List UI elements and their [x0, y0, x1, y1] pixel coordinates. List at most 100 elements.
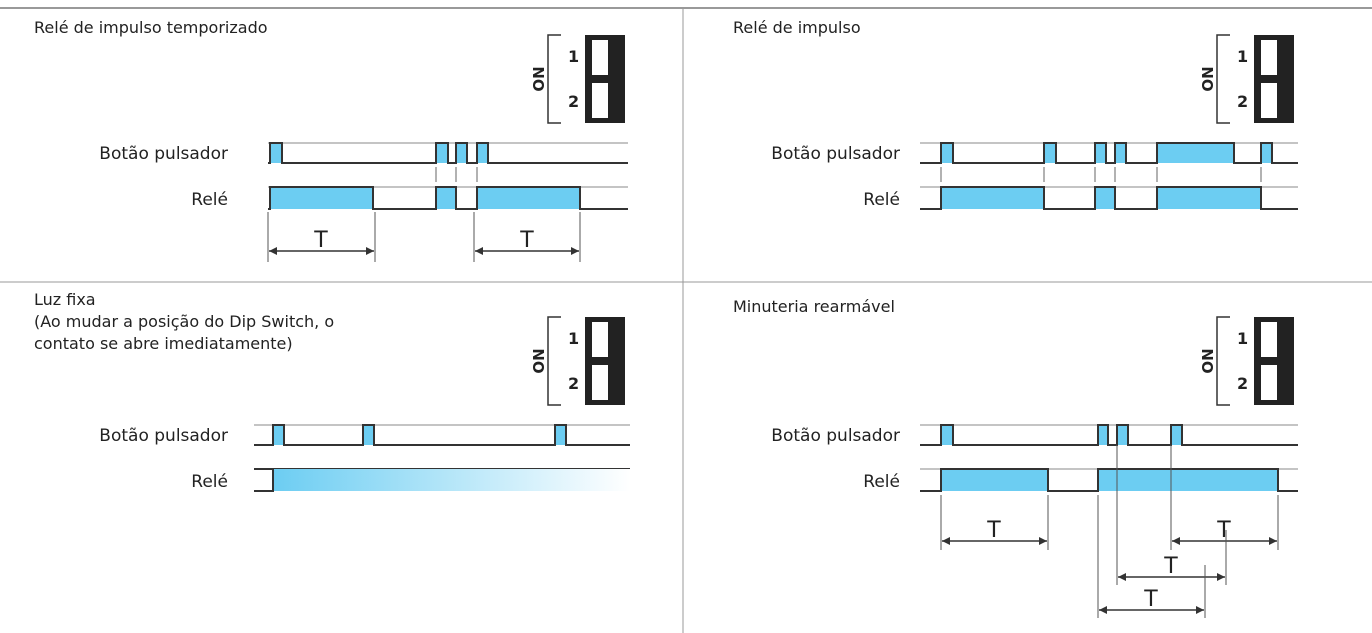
button-label: Botão pulsador	[771, 144, 900, 164]
signal-trace	[920, 468, 1298, 492]
dip-switch: ON 1 2	[1199, 34, 1294, 124]
dip-number-1: 1	[1237, 329, 1248, 348]
panel-title: Luz fixa	[34, 290, 96, 309]
relay-on-fade	[273, 469, 630, 491]
dip-number-1: 1	[1237, 47, 1248, 66]
pulse-block	[1171, 425, 1182, 445]
relay-waveform	[920, 468, 1298, 492]
relay-waveform	[254, 468, 630, 492]
panel-title: contato se abre imediatamente)	[34, 334, 293, 353]
pulse-block	[1115, 143, 1126, 163]
panel-title: Minuteria rearmável	[733, 297, 895, 316]
relay-label: Relé	[191, 472, 228, 492]
pulse-block	[941, 143, 953, 163]
pulse-block	[456, 143, 467, 163]
dip-bracket	[1216, 316, 1230, 406]
pulse-block	[1261, 143, 1272, 163]
pulse-block	[1095, 143, 1106, 163]
panel-title: Relé de impulso	[733, 18, 861, 37]
dip-number-1: 1	[568, 329, 579, 348]
dip-slot-2	[592, 83, 608, 118]
dip-slot-1	[1261, 322, 1277, 357]
button-label: Botão pulsador	[99, 426, 228, 446]
signal-trace	[920, 142, 1298, 164]
time-dimension: T	[1170, 445, 1279, 550]
button-waveform	[268, 142, 628, 164]
signal-trace	[920, 186, 1298, 210]
panel-title: Relé de impulso temporizado	[34, 18, 268, 37]
time-label: T	[1143, 587, 1158, 612]
dip-number-1: 1	[568, 47, 579, 66]
signal-trace	[254, 469, 274, 492]
button-waveform	[254, 424, 630, 446]
relay-label: Relé	[863, 190, 900, 210]
dip-on-label: ON	[530, 348, 548, 373]
pulse-block	[477, 187, 580, 209]
pulse-block	[1117, 425, 1128, 445]
signal-trace	[268, 186, 628, 210]
relay-waveform	[268, 186, 628, 210]
time-dimension: T	[1097, 495, 1206, 618]
dip-bracket	[547, 34, 561, 124]
time-label: T	[1216, 518, 1231, 543]
pulse-block	[1157, 187, 1261, 209]
dip-switch: ON 1 2	[530, 316, 625, 406]
button-label: Botão pulsador	[99, 144, 228, 164]
dip-on-label: ON	[1199, 348, 1217, 373]
dip-number-2: 2	[568, 374, 579, 393]
time-dimension: T	[1116, 445, 1227, 585]
relay-label: Relé	[863, 472, 900, 492]
pulse-block	[941, 469, 1048, 491]
panel-3: Luz fixa (Ao mudar a posição do Dip Switc…	[34, 290, 630, 492]
pulse-block	[270, 187, 373, 209]
signal-trace	[268, 142, 628, 164]
pulse-block	[1095, 187, 1115, 209]
pulse-block	[1044, 143, 1056, 163]
button-waveform	[920, 142, 1298, 164]
dip-number-2: 2	[1237, 374, 1248, 393]
dip-bracket	[547, 316, 561, 406]
signal-trace	[254, 424, 630, 446]
time-dimension: T	[473, 212, 581, 262]
pulse-block	[941, 425, 953, 445]
pulse-block	[1098, 425, 1108, 445]
relay-label: Relé	[191, 190, 228, 210]
dip-number-2: 2	[568, 92, 579, 111]
dip-slot-1	[592, 322, 608, 357]
pulse-block	[477, 143, 488, 163]
relay-waveform	[920, 186, 1298, 210]
dip-slot-2	[1261, 83, 1277, 118]
time-dimension: T	[267, 212, 376, 262]
dip-switch: ON 1 2	[1199, 316, 1294, 406]
button-label: Botão pulsador	[771, 426, 900, 446]
time-label: T	[519, 228, 534, 253]
pulse-block	[1157, 143, 1234, 163]
pulse-block	[363, 425, 374, 445]
time-label: T	[313, 228, 328, 253]
pulse-block	[270, 143, 282, 163]
time-label: T	[1163, 554, 1178, 579]
dip-slot-1	[1261, 40, 1277, 75]
button-waveform	[920, 424, 1298, 446]
time-dimension: T	[940, 495, 1049, 550]
pulse-block	[555, 425, 566, 445]
dip-on-label: ON	[1199, 66, 1217, 91]
signal-trace	[920, 424, 1298, 446]
pulse-block	[1098, 469, 1278, 491]
pulse-block	[436, 143, 448, 163]
dip-slot-1	[592, 40, 608, 75]
pulse-block	[436, 187, 456, 209]
dip-number-2: 2	[1237, 92, 1248, 111]
dip-bracket	[1216, 34, 1230, 124]
panel-title: (Ao mudar a posição do Dip Switch, o	[34, 312, 334, 331]
pulse-block	[941, 187, 1044, 209]
grid-frame	[0, 7, 1372, 633]
dip-slot-2	[1261, 365, 1277, 400]
dip-slot-2	[592, 365, 608, 400]
pulse-block	[273, 425, 284, 445]
